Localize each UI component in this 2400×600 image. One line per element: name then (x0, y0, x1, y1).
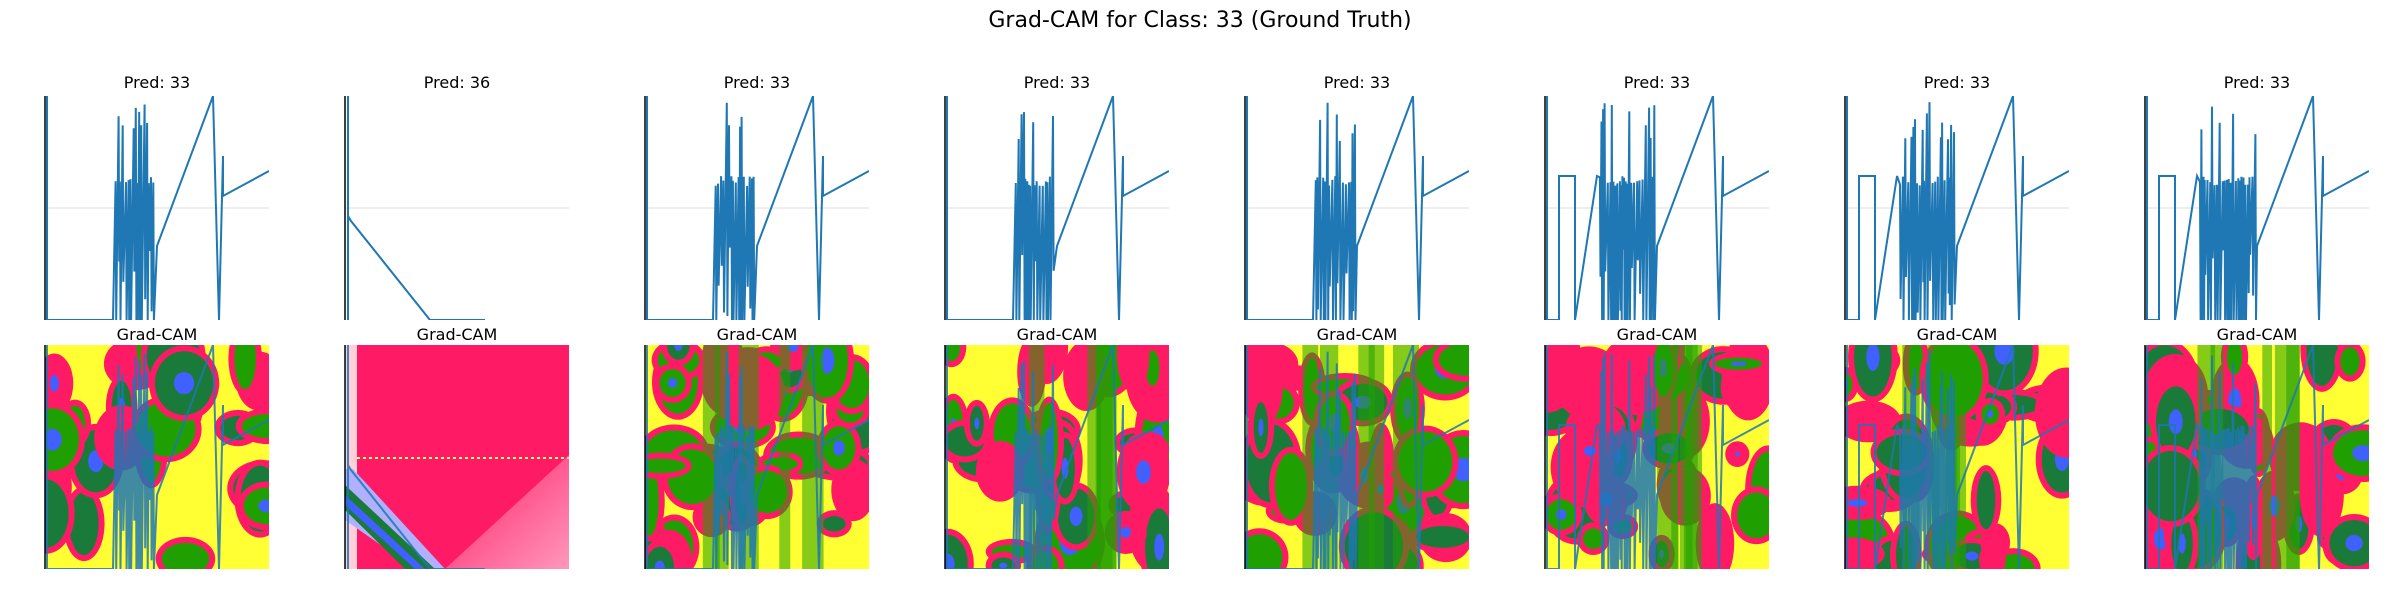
overlay-line (1546, 345, 1769, 569)
panel-title-gradcam: Grad-CAM (1917, 325, 1998, 344)
series-line (1546, 96, 1769, 320)
line-panel (2144, 96, 2369, 320)
panel-title-gradcam: Grad-CAM (2217, 325, 2298, 344)
overlay-line (2146, 345, 2369, 569)
line-panel (1244, 96, 1469, 320)
line-panel (44, 96, 269, 320)
series-line (2146, 96, 2369, 320)
overlay-line (347, 345, 485, 569)
gradcam-panel (644, 345, 869, 569)
panel-title-pred: Pred: 33 (2224, 73, 2290, 92)
panel-title-pred: Pred: 33 (1324, 73, 1390, 92)
panel-title-gradcam: Grad-CAM (717, 325, 798, 344)
series-line (946, 96, 1169, 320)
line-panel (1844, 96, 2069, 320)
gradcam-panel (344, 345, 569, 569)
gradcam-panel (1844, 345, 2069, 569)
overlay-line (646, 345, 869, 569)
series-line (347, 96, 485, 320)
panel-title-gradcam: Grad-CAM (1317, 325, 1398, 344)
gradcam-panel (44, 345, 269, 569)
line-panel (644, 96, 869, 320)
figure-title: Grad-CAM for Class: 33 (Ground Truth) (988, 8, 1412, 33)
panel-title-pred: Pred: 36 (424, 73, 490, 92)
panel-title-gradcam: Grad-CAM (1017, 325, 1098, 344)
panel-title-pred: Pred: 33 (1924, 73, 1990, 92)
panel-title-pred: Pred: 33 (1024, 73, 1090, 92)
line-panel (1544, 96, 1769, 320)
panel-title-pred: Pred: 33 (124, 73, 190, 92)
series-line (46, 96, 269, 320)
overlay-line (46, 345, 269, 569)
overlay-line (1846, 345, 2069, 569)
line-panel (944, 96, 1169, 320)
overlay-line (946, 345, 1169, 569)
gradcam-panel (1544, 345, 1769, 569)
panel-title-pred: Pred: 33 (1624, 73, 1690, 92)
gradcam-panel (944, 345, 1169, 569)
panel-title-pred: Pred: 33 (724, 73, 790, 92)
series-line (1246, 96, 1469, 320)
panel-title-gradcam: Grad-CAM (117, 325, 198, 344)
panel-title-gradcam: Grad-CAM (417, 325, 498, 344)
gradcam-panel (2144, 345, 2369, 569)
overlay-line (1246, 345, 1469, 569)
series-line (646, 96, 869, 320)
line-panel (344, 96, 569, 320)
series-line (1846, 96, 2069, 320)
gradcam-panel (1244, 345, 1469, 569)
panel-title-gradcam: Grad-CAM (1617, 325, 1698, 344)
